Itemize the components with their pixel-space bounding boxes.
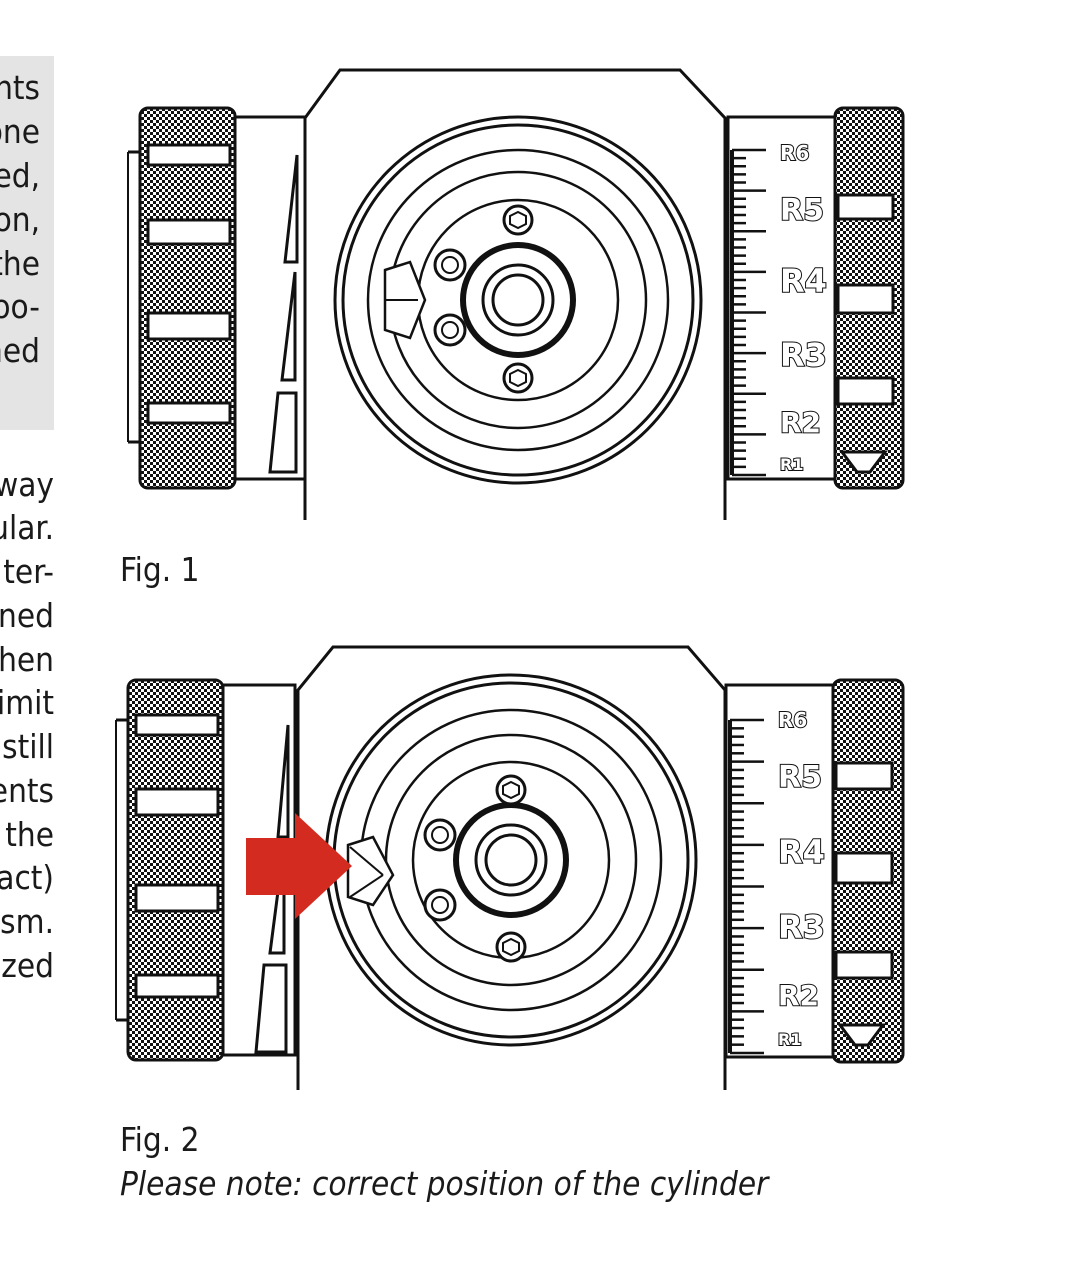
scale-label-r6-fig2: R6 bbox=[778, 708, 807, 732]
right-knurled-knob bbox=[833, 106, 905, 490]
body-line: act) bbox=[0, 858, 54, 897]
figure-2-caption: Fig. 2 bbox=[120, 1120, 200, 1159]
figure-2-drawing: R6 R5 R4 R3 R2 R1 bbox=[115, 645, 905, 1090]
body-text-column: way ular. ter- ned hen imit still ents t… bbox=[0, 0, 56, 1272]
scale-label-r5-fig2: R5 bbox=[778, 760, 822, 795]
scale-label-r5: R5 bbox=[780, 193, 824, 228]
note-line: oo- bbox=[0, 287, 40, 326]
body-line: ents bbox=[0, 771, 54, 810]
note-line: the bbox=[0, 244, 40, 283]
red-arrow-icon bbox=[246, 813, 352, 919]
figure-1-caption: Fig. 1 bbox=[120, 550, 200, 589]
body-line: ned bbox=[0, 596, 54, 635]
note-line: on, bbox=[0, 200, 40, 239]
right-scale-ticks bbox=[730, 148, 766, 477]
scale-label-r2: R2 bbox=[780, 406, 821, 439]
note-line: one bbox=[0, 112, 40, 151]
body-line: zed bbox=[1, 946, 54, 985]
figure-2-note: Please note: correct position of the cyl… bbox=[120, 1164, 769, 1203]
left-knurled-knob bbox=[127, 106, 237, 490]
left-knurled-knob-fig2 bbox=[115, 678, 225, 1062]
scale-label-r1-fig2: R1 bbox=[778, 1030, 801, 1049]
body-line: the bbox=[5, 815, 54, 854]
body-line: sm. bbox=[0, 902, 54, 941]
right-scale-plate-fig2 bbox=[724, 683, 838, 1059]
note-box: nts one ed, on, the oo- ned bbox=[0, 56, 54, 430]
note-line: ned bbox=[0, 331, 40, 370]
scale-label-r4-fig2: R4 bbox=[778, 833, 825, 871]
scale-label-r1: R1 bbox=[780, 455, 803, 474]
scale-label-r2-fig2: R2 bbox=[778, 979, 819, 1012]
body-line: ter- bbox=[3, 552, 54, 591]
body-line: still bbox=[2, 727, 54, 766]
scale-label-r6: R6 bbox=[780, 141, 809, 165]
body-line: ular. bbox=[0, 508, 54, 547]
note-line: nts bbox=[0, 68, 40, 107]
scale-label-r3-fig2: R3 bbox=[778, 908, 825, 946]
body-line: hen bbox=[0, 640, 54, 679]
note-line: ed, bbox=[0, 156, 40, 195]
left-wedge-scale bbox=[233, 115, 307, 481]
scale-label-r3: R3 bbox=[780, 336, 827, 374]
scale-label-r4: R4 bbox=[780, 262, 827, 300]
body-line: imit bbox=[0, 683, 54, 722]
body-line: way bbox=[0, 465, 54, 504]
right-scale-ticks-fig2 bbox=[728, 718, 764, 1055]
right-scale-plate bbox=[726, 115, 840, 481]
right-knurled-knob-fig2 bbox=[831, 678, 905, 1064]
central-body bbox=[303, 68, 727, 520]
central-body-fig2 bbox=[296, 645, 727, 1090]
